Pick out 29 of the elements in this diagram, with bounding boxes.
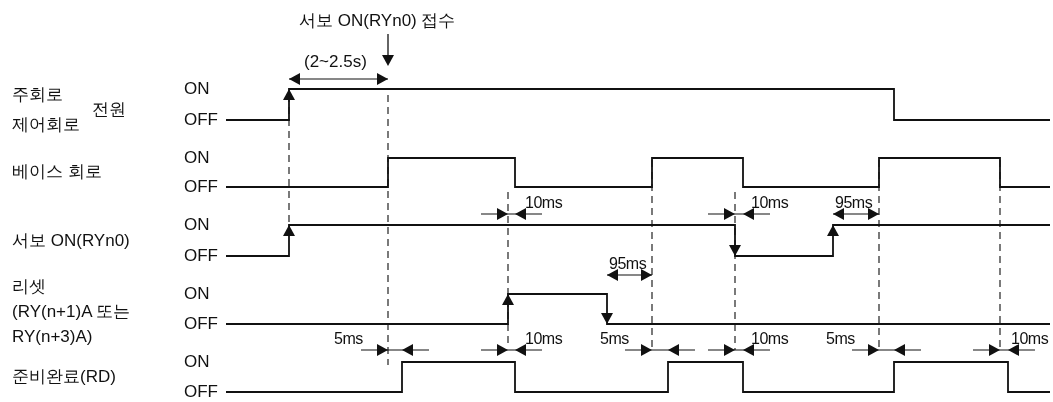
level-label: OFF	[184, 109, 218, 131]
signal-name: 제어회로	[12, 114, 80, 136]
timing-label: 5ms	[600, 329, 629, 349]
level-label: ON	[184, 78, 210, 100]
level-label: OFF	[184, 313, 218, 335]
signal-name: 서보 ON(RYn0)	[12, 230, 130, 252]
signal-name: 리셋 (RY(n+1)A 또는 RY(n+3)A)	[12, 276, 132, 348]
signal-name: 주회로	[12, 84, 63, 106]
level-label: OFF	[184, 245, 218, 267]
timing-label: 5ms	[334, 329, 363, 349]
level-label: OFF	[184, 381, 218, 402]
signal-name: 전원	[92, 99, 126, 121]
level-label: OFF	[184, 176, 218, 198]
timing-label: 5ms	[826, 329, 855, 349]
timing-label: 10ms	[525, 329, 563, 349]
timing-label: 10ms	[751, 193, 789, 213]
signal-name: 준비완료(RD)	[12, 366, 116, 388]
timing-label: 95ms	[835, 193, 873, 213]
level-label: ON	[184, 351, 210, 373]
duration-label: (2~2.5s)	[304, 51, 367, 73]
timing-label: 10ms	[1011, 329, 1049, 349]
signal-name: 베이스 회로	[12, 161, 102, 183]
timing-label: 10ms	[525, 193, 563, 213]
timing-label: 95ms	[609, 254, 647, 274]
level-label: ON	[184, 147, 210, 169]
level-label: ON	[184, 214, 210, 236]
annotation-text: 서보 ON(RYn0) 접수	[299, 10, 456, 32]
timing-label: 10ms	[751, 329, 789, 349]
level-label: ON	[184, 283, 210, 305]
